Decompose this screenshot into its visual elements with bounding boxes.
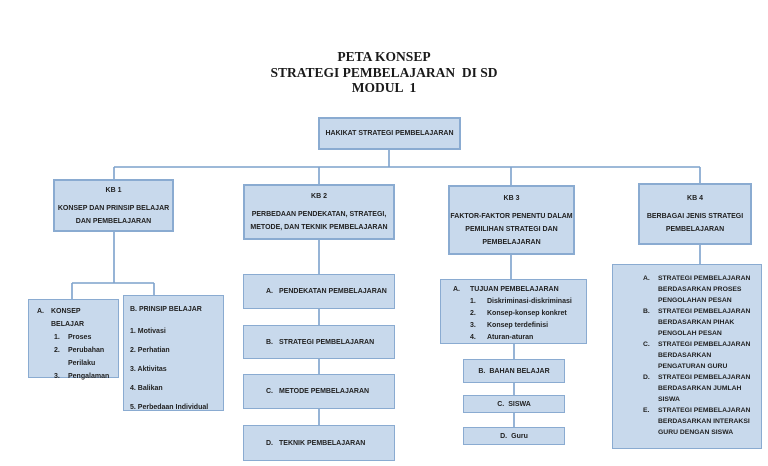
title-line-3: MODUL 1 — [351, 80, 417, 95]
node-kb4-header: KB 4 BERBAGAI JENIS STRATEGI PEMBELAJARA… — [638, 183, 752, 245]
node-siswa: C. SISWA — [463, 395, 565, 413]
tujuan-item: 4. Aturan-aturan — [470, 334, 534, 341]
node-strategi-pembelajaran: B. STRATEGI PEMBELAJARAN — [243, 325, 395, 359]
konsep-item: 1. Proses — [54, 334, 92, 341]
jenis-strategi-item: B. STRATEGI PEMBELAJARAN BERDASARKAN PIH… — [643, 308, 751, 337]
node-hakikat-strategi: HAKIKAT STRATEGI PEMBELAJARAN — [318, 117, 461, 150]
kb1-title: KONSEP DAN PRINSIP BELAJAR DAN PEMBELAJA… — [57, 204, 170, 225]
konsep-item: 2. Perubahan Perilaku — [54, 347, 105, 367]
title-line-2: STRATEGI PEMBELAJARAN DI SD — [270, 64, 498, 80]
kb3-id: KB 3 — [503, 194, 520, 202]
node-kb3-header: KB 3 FAKTOR-FAKTOR PENENTU DALAM PEMILIH… — [448, 185, 575, 255]
node-kb1-header: KB 1 KONSEP DAN PRINSIP BELAJAR DAN PEMB… — [53, 179, 174, 232]
tujuan-item: 3. Konsep terdefinisi — [470, 322, 549, 329]
jenis-strategi-item: A. STRATEGI PEMBELAJARAN BERDASARKAN PRO… — [643, 275, 751, 304]
prinsip-heading: B. PRINSIP BELAJAR — [130, 306, 202, 313]
kb1-id: KB 1 — [105, 186, 122, 194]
kb4-title: BERBAGAI JENIS STRATEGI PEMBELAJARAN — [646, 213, 744, 233]
prinsip-item: 2. Perhatian — [130, 347, 170, 354]
node-pendekatan-pembelajaran: A. PENDEKATAN PEMBELAJARAN — [243, 274, 395, 309]
node-guru: D. Guru — [463, 427, 565, 445]
node-label: HAKIKAT STRATEGI PEMBELAJARAN — [325, 130, 454, 137]
node-kb2-header: KB 2 PERBEDAAN PENDEKATAN, STRATEGI, MET… — [243, 184, 395, 240]
tujuan-heading: TUJUAN PEMBELAJARAN — [470, 286, 559, 293]
jenis-strategi-item: D. STRATEGI PEMBELAJARAN BERDASARKAN JUM… — [643, 374, 751, 403]
node-konsep-belajar: A. KONSEP BELAJAR 1. Proses 2. Perubahan… — [28, 299, 119, 380]
prinsip-item: 3. Aktivitas — [130, 366, 167, 373]
node-jenis-strategi-list: A. STRATEGI PEMBELAJARAN BERDASARKAN PRO… — [612, 264, 762, 449]
node-tujuan-pembelajaran: A. TUJUAN PEMBELAJARAN 1. Diskriminasi-d… — [440, 279, 587, 344]
prinsip-item: 5. Perbedaan Individual — [130, 404, 209, 411]
title-line-1: PETA KONSEP — [337, 49, 431, 64]
node-prinsip-belajar: B. PRINSIP BELAJAR 1. Motivasi 2. Perhat… — [123, 295, 224, 411]
node-bahan-belajar: B. BAHAN BELAJAR — [463, 359, 565, 383]
node-metode-pembelajaran: C. METODE PEMBELAJARAN — [243, 374, 395, 409]
konsep-heading: KONSEP BELAJAR — [51, 308, 85, 328]
tujuan-item: 2. Konsep-konsep konkret — [470, 310, 567, 317]
konsep-item: 3. Pengalaman — [54, 373, 110, 380]
kb2-id: KB 2 — [311, 193, 327, 200]
kb4-id: KB 4 — [687, 195, 703, 202]
tujuan-item: 1. Diskriminasi-diskriminasi — [470, 298, 572, 305]
prinsip-item: 1. Motivasi — [130, 328, 166, 335]
tujuan-letter: A. — [453, 286, 460, 293]
node-teknik-pembelajaran: D. TEKNIK PEMBELAJARAN — [243, 425, 395, 461]
kb2-title: PERBEDAAN PENDEKATAN, STRATEGI, METODE, … — [250, 211, 388, 231]
jenis-strategi-item: E. STRATEGI PEMBELAJARAN BERDASARKAN INT… — [643, 407, 751, 436]
jenis-strategi-item: C. STRATEGI PEMBELAJARAN BERDASARKAN PEN… — [643, 341, 751, 370]
konsep-letter: A. — [37, 308, 44, 315]
kb3-title: FAKTOR-FAKTOR PENENTU DALAM PEMILIHAN ST… — [450, 212, 573, 246]
prinsip-item: 4. Balikan — [130, 385, 163, 392]
